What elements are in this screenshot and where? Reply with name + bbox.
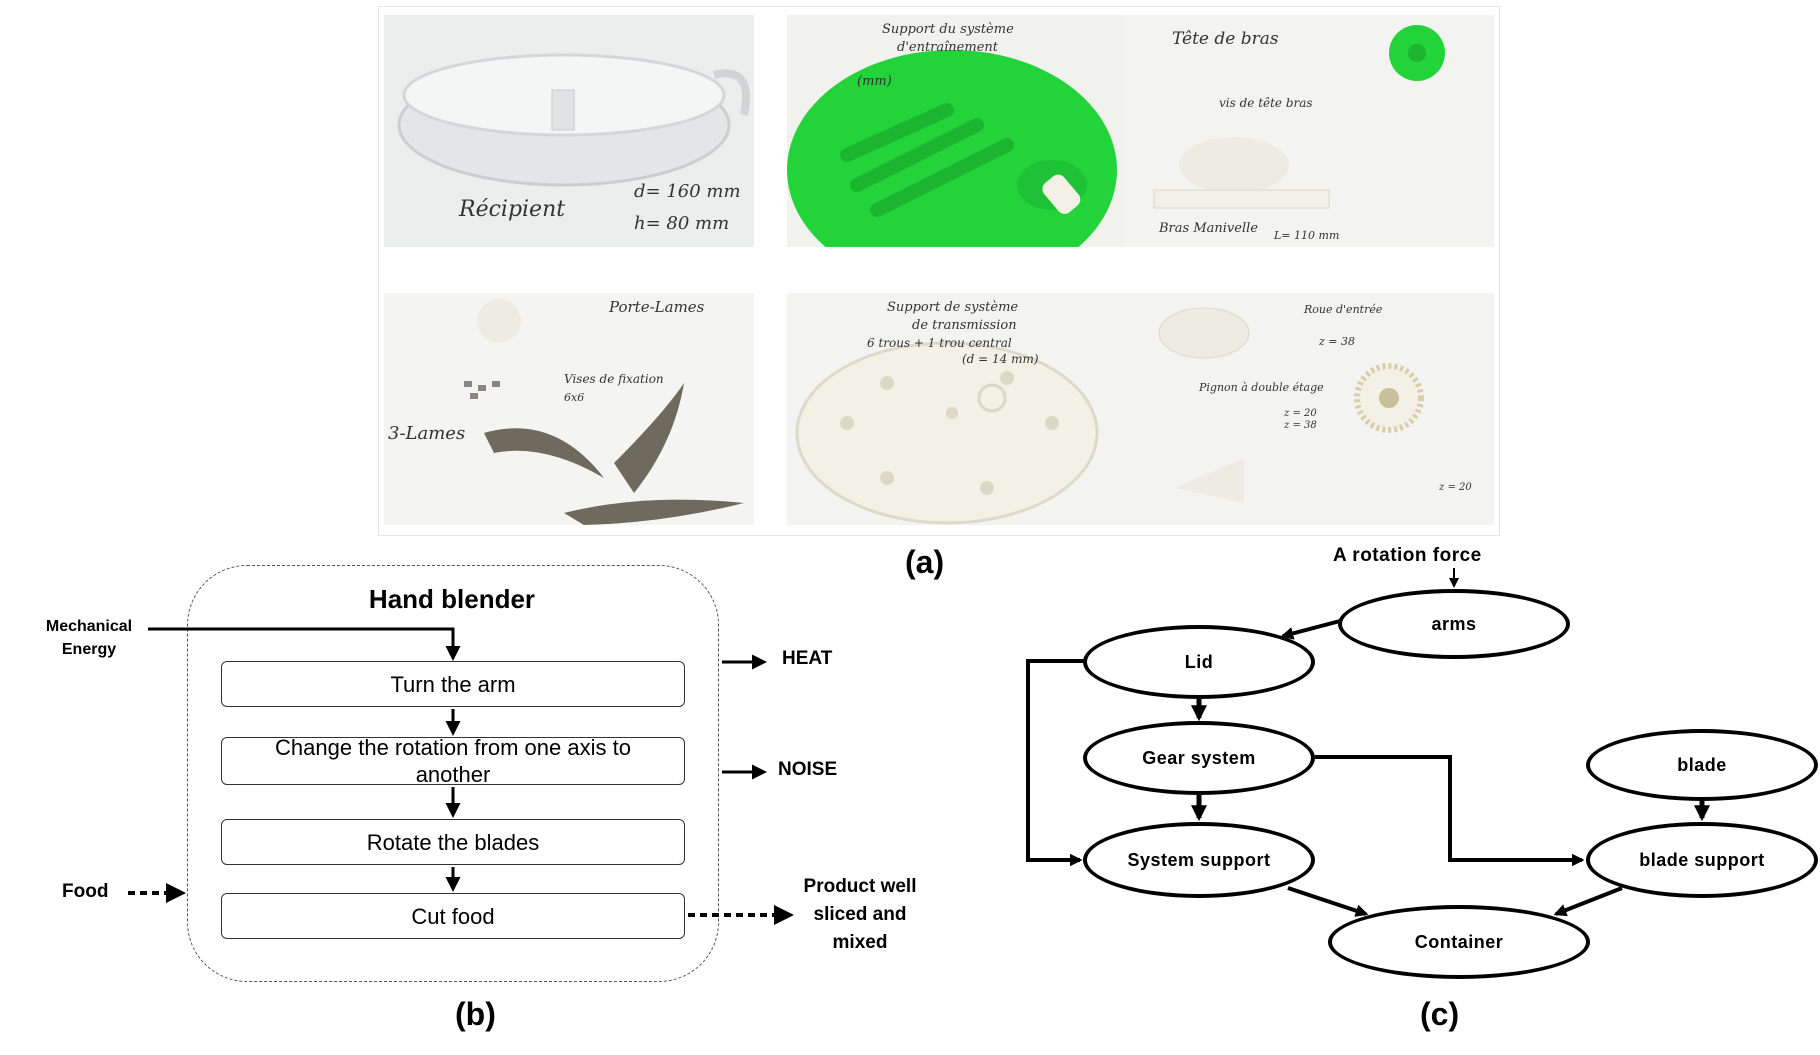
- double-stage-teeth-2: z = 38: [1284, 420, 1317, 431]
- fixing-screws-size: 6x6: [564, 391, 585, 404]
- photo-gears: Roue d'entrée z = 38 Pignon à double éta…: [1124, 293, 1494, 525]
- rotation-force-label: A rotation force: [1333, 545, 1482, 566]
- gear-to-blade-support-arrow: [1315, 755, 1585, 867]
- step-cut-food: Cut food: [221, 893, 685, 939]
- hand-blender-title: Hand blender: [368, 584, 536, 614]
- photo-transmission-support: Support de système de transmission 6 tro…: [787, 293, 1157, 525]
- photo-lid: Support du système d'entraînement (mm): [787, 15, 1157, 247]
- node-container: Container: [1328, 905, 1590, 979]
- lid-label-line3: (mm): [857, 74, 892, 89]
- photo-grid-panel: Récipient d= 160 mm h= 80 mm Support du …: [378, 6, 1500, 536]
- node-gear-system: Gear system: [1083, 721, 1315, 795]
- step-turn-arm: Turn the arm: [221, 661, 685, 707]
- caption-c: (c): [1420, 996, 1460, 1032]
- double-stage-teeth-1: z = 20: [1284, 408, 1317, 419]
- recipient-height: h= 80 mm: [634, 213, 730, 234]
- lid-picture: [787, 15, 1157, 247]
- energy-input-arrow: [148, 627, 461, 661]
- arm-head-picture: [1124, 15, 1494, 247]
- blade-support-to-container-arrow: [1553, 886, 1623, 917]
- arms-to-lid-arrow: [1280, 619, 1341, 640]
- caption-a: (a): [905, 544, 945, 580]
- gears-picture: [1124, 293, 1494, 525]
- double-stage-pinion-label: Pignon à double étage: [1199, 381, 1324, 394]
- hand-blender-boundary: [187, 565, 719, 982]
- node-lid: Lid: [1083, 625, 1315, 699]
- node-system-support: System support: [1083, 822, 1315, 898]
- node-blade: blade: [1586, 729, 1818, 801]
- noise-output-label: NOISE: [778, 759, 838, 780]
- recipient-diameter: d= 160 mm: [634, 181, 741, 202]
- transmission-support-label-1: Support de système: [887, 300, 1019, 315]
- step-change-rotation: Change the rotation from one axis to ano…: [221, 735, 685, 787]
- node-arms: arms: [1338, 589, 1570, 659]
- blades-label: 3-Lames: [388, 423, 466, 444]
- lid-to-system-support-arrow: [1026, 659, 1085, 867]
- input-wheel-label: Roue d'entrée: [1304, 303, 1383, 316]
- step-rotate-blades: Rotate the blades: [221, 819, 685, 865]
- blade-holder-label: Porte-Lames: [609, 298, 705, 316]
- node-blade-support: blade support: [1586, 822, 1818, 898]
- transmission-support-holes: 6 trous + 1 trou central: [867, 336, 1012, 350]
- transmission-support-label-2: de transmission: [912, 318, 1017, 333]
- lid-label-line2: d'entraînement: [897, 40, 998, 55]
- arm-head-label: Tête de bras: [1172, 29, 1279, 49]
- recipient-label: Récipient: [459, 197, 566, 222]
- caption-b: (b): [455, 996, 496, 1032]
- mechanical-energy-label: Mechanical Energy: [45, 618, 133, 658]
- heat-output-label: HEAT: [782, 648, 833, 669]
- crank-arm-label: Bras Manivelle: [1159, 221, 1258, 236]
- recipient-picture: [384, 15, 754, 247]
- photo-blade-holder: Porte-Lames Vises de fixation 6x6 3-Lame…: [384, 293, 754, 525]
- input-wheel-teeth: z = 38: [1319, 335, 1356, 348]
- food-input-label: Food: [62, 881, 109, 902]
- fixing-screws-label: Vises de fixation: [564, 372, 664, 386]
- crank-arm-length: L= 110 mm: [1274, 229, 1340, 242]
- photo-recipient: Récipient d= 160 mm h= 80 mm: [384, 15, 754, 247]
- pinion-teeth: z = 20: [1439, 482, 1472, 493]
- transmission-support-picture: [787, 293, 1157, 525]
- transmission-support-diameter: (d = 14 mm): [962, 352, 1039, 366]
- arm-screw-label: vis de tête bras: [1219, 96, 1313, 110]
- lid-label-line1: Support du système: [882, 22, 1014, 37]
- blade-holder-picture: [384, 293, 754, 525]
- system-support-to-container-arrow: [1287, 886, 1369, 917]
- product-output-label: Product well sliced and mixed: [803, 876, 917, 953]
- photo-arm-head: Tête de bras vis de tête bras Bras Maniv…: [1124, 15, 1494, 247]
